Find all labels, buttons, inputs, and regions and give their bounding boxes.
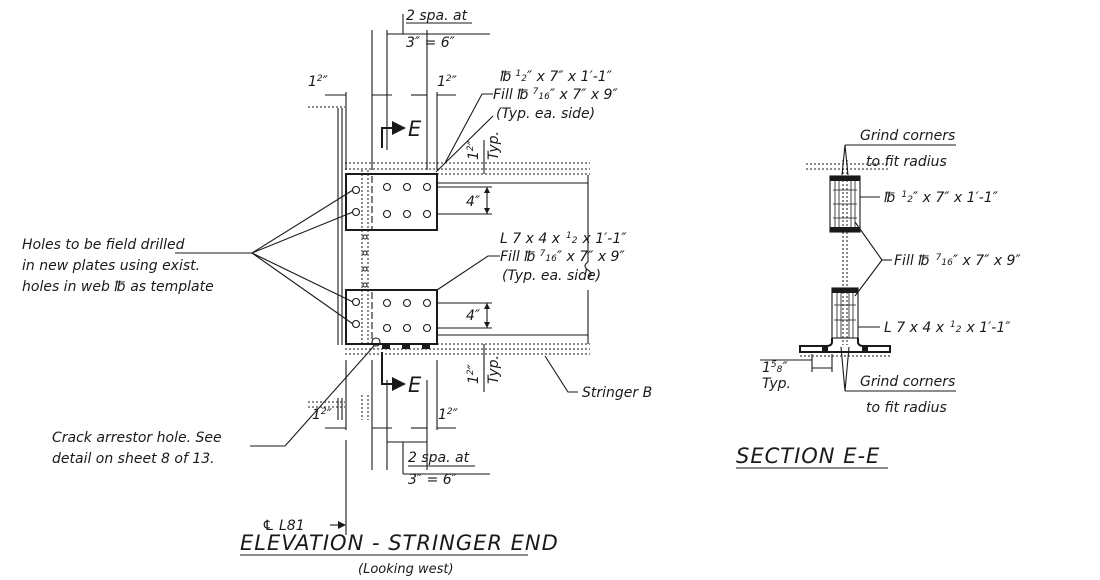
bottom-edge-dimensions: 12″ 12″ [312, 407, 459, 429]
typ-each-side-upper: (Typ. ea. side) [496, 106, 595, 122]
edge-dim-right-bottom: 12″ [438, 407, 459, 423]
section-fill-callout: Fill ℔716″ x 7″ x 9″ [854, 221, 1021, 297]
bottom-spacing-label-2: 3″ = 6″ [408, 472, 458, 488]
centerline-l81: ℄ L81 [262, 440, 347, 535]
section-title: SECTION E-E [736, 444, 880, 468]
top-spacing-dimension: 2 spa. at 3″ = 6″ [387, 8, 490, 51]
section-dim-typ: Typ. [762, 376, 791, 392]
stringer-b-callout: Stringer B [544, 355, 652, 401]
holes-note-line-1: Holes to be field drilled [22, 237, 185, 253]
grind-top-line-1: Grind corners [860, 128, 955, 144]
grind-corners-bottom-note: Grind corners to fit radius [840, 346, 956, 416]
section-marker-top: E [381, 117, 422, 148]
upper-plate [345, 173, 492, 231]
edge-dim-left-top: 12″ [308, 74, 329, 90]
bottom-spacing-label-1: 2 spa. at [408, 450, 470, 466]
holes-note: Holes to be field drilled in new plates … [22, 189, 354, 325]
elevation-title: ELEVATION - STRINGER END [240, 531, 559, 555]
crack-arrestor-note: Crack arrestor hole. See detail on sheet… [52, 345, 375, 467]
section-view: Grind corners to fit radius ℔12″ x 7″ x … [736, 128, 1021, 469]
bottom-spacing-dimension: 2 spa. at 3″ = 6″ [387, 441, 490, 488]
vert-dim-bottom-typ: Typ. [486, 355, 502, 384]
section-dim-value: 158″ [762, 360, 788, 376]
grind-corners-top-note: Grind corners to fit radius [841, 128, 956, 176]
bolt-gage-dimensions: 4″ 4″ [466, 187, 490, 328]
lower-plate [345, 289, 492, 349]
section-marker-top-label: E [408, 117, 422, 141]
section-plate-label: ℔12″ x 7″ x 1′-1″ [884, 190, 999, 206]
section-web [806, 160, 890, 345]
grind-bottom-line-1: Grind corners [860, 374, 955, 390]
top-edge-dimensions: 12″ 12″ [308, 74, 458, 96]
crack-note-line-2: detail on sheet 8 of 13. [52, 451, 215, 467]
elevation-view: 2 spa. at 3″ = 6″ 12″ 12″ E E [22, 8, 652, 577]
section-fill-label: Fill ℔716″ x 7″ x 9″ [894, 253, 1021, 269]
dim-4in-lower: 4″ [466, 308, 481, 324]
stringer-b-label: Stringer B [582, 385, 652, 401]
upper-plate-callout: ℔12″ x 7″ x 1′-1″ Fill ℔716″ x 7″ x 9″ (… [435, 69, 618, 173]
top-spacing-label-2: 3″ = 6″ [406, 35, 456, 51]
grind-top-line-2: to fit radius [866, 154, 947, 170]
typ-each-side-lower: (Typ. ea. side) [502, 268, 601, 284]
section-plate-callout: ℔12″ x 7″ x 1′-1″ [860, 190, 999, 206]
dim-4in-upper: 4″ [466, 194, 481, 210]
edge-dim-left-bottom: 12″ [312, 407, 333, 423]
section-marker-bottom-label: E [408, 373, 422, 397]
grind-bottom-line-2: to fit radius [866, 400, 947, 416]
fill-callout-upper: Fill ℔716″ x 7″ x 9″ [493, 87, 618, 103]
vert-dim-top: 12″ [466, 139, 482, 160]
section-title-block: SECTION E-E [736, 444, 888, 469]
section-lower-plate-stack [799, 287, 891, 357]
top-spacing-label-1: 2 spa. at [406, 8, 468, 24]
existing-web-holes [362, 234, 368, 288]
elevation-subtitle: (Looking west) [358, 562, 454, 577]
section-marker-bottom: E [381, 352, 422, 397]
fill-callout-lower: Fill ℔716″ x 7″ x 9″ [500, 249, 625, 265]
dimension-extension-lines [345, 30, 438, 470]
section-upper-plate-stack [829, 175, 861, 233]
plate-callout: ℔12″ x 7″ x 1′-1″ [500, 69, 613, 85]
holes-note-line-2: in new plates using exist. [22, 258, 200, 274]
vert-dim-bottom: 12″ [466, 363, 482, 384]
edge-dim-right-top: 12″ [437, 74, 458, 90]
vertical-edge-dimensions: 12″ Typ. 12″ Typ. [466, 131, 502, 392]
vert-dim-top-typ: Typ. [486, 131, 502, 160]
floor-beam-web [308, 106, 369, 420]
section-leg-dimension: 158″ Typ. [760, 354, 833, 392]
crack-note-line-1: Crack arrestor hole. See [52, 430, 222, 446]
holes-note-line-3: holes in web ℔ as template [22, 279, 214, 295]
centerline-label: ℄ L81 [262, 518, 305, 534]
elevation-title-block: ELEVATION - STRINGER END (Looking west) [240, 531, 559, 577]
